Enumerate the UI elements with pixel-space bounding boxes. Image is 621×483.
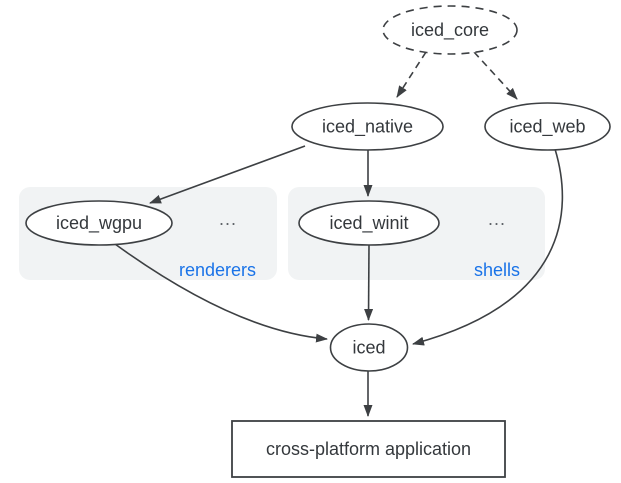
iced-winit-ellipse [298,200,440,246]
iced-label: iced [352,338,385,358]
edge-iced-core-to-iced-native [396,51,427,98]
node-iced-core: iced_core [382,5,518,55]
iced-native-ellipse [291,102,444,151]
node-iced-winit: iced_winit [298,200,440,246]
iced-wgpu-label: iced_wgpu [56,213,142,234]
application-label: cross-platform application [266,439,471,459]
edge-iced-native-to-iced-wgpu [149,145,306,204]
shells-group-label: shells [474,260,520,280]
edge-iced-winit-to-iced [364,244,374,321]
iced-web-label: iced_web [509,117,585,138]
iced-ellipse [329,323,409,372]
edge-iced-core-to-iced-web [473,51,518,100]
node-iced: iced [329,323,409,372]
iced-web-ellipse [484,102,611,151]
edge-iced-wgpu-to-iced [114,243,328,343]
node-application: cross-platform application [231,420,506,478]
iced-core-label: iced_core [411,20,489,41]
renderers-ellipsis: ... [219,209,237,229]
iced-core-ellipse [382,5,518,55]
application-box [231,420,506,478]
iced-native-label: iced_native [322,117,413,138]
edge-iced-web-to-iced [412,148,564,346]
node-iced-native: iced_native [291,102,444,151]
node-iced-web: iced_web [484,102,611,151]
shells-ellipsis: ... [488,209,506,229]
iced-wgpu-ellipse [25,200,173,246]
renderers-group-label: renderers [179,260,256,280]
node-iced-wgpu: iced_wgpu [25,200,173,246]
iced-winit-label: iced_winit [329,213,408,234]
